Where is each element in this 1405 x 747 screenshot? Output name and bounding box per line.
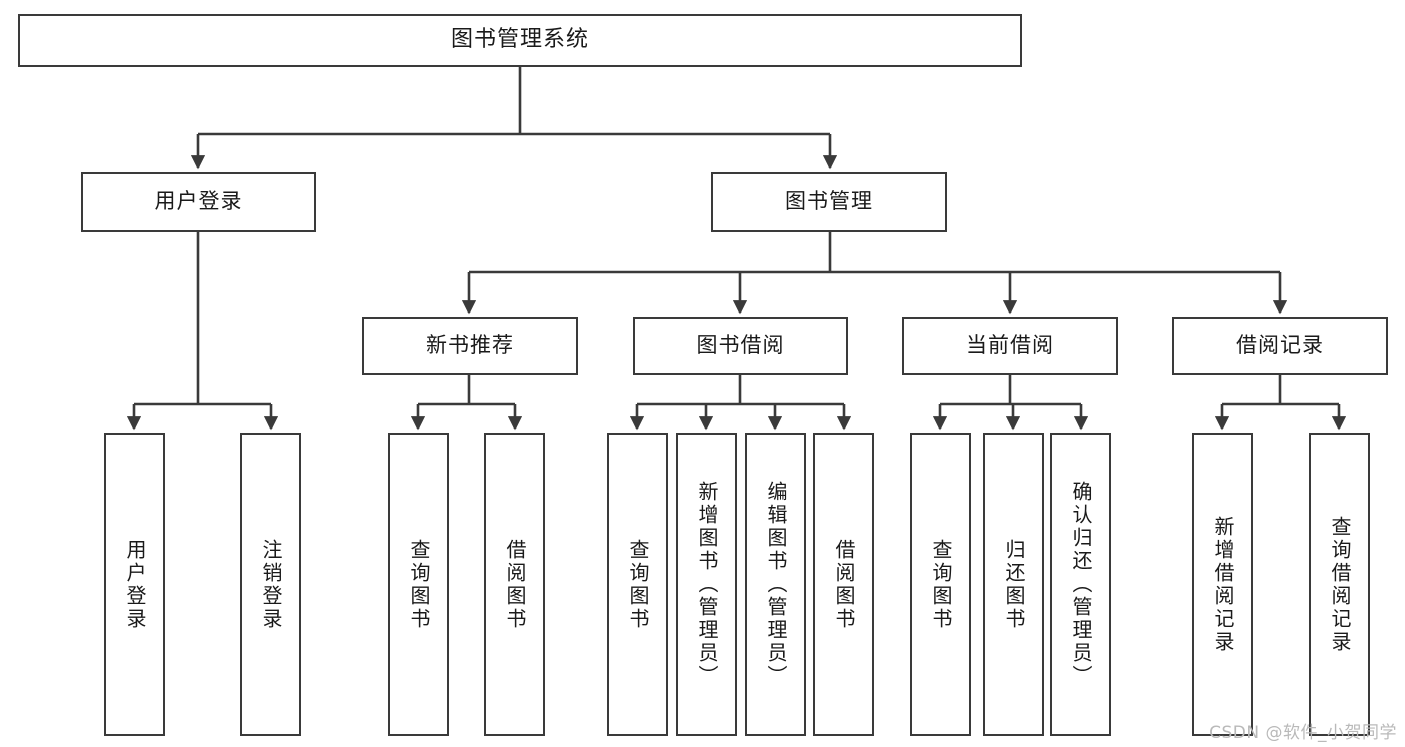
- node-label: 编辑图书（管理员）: [764, 481, 788, 688]
- node-label: 查询图书: [929, 538, 953, 631]
- node-label: 借阅记录: [1236, 333, 1324, 358]
- node-leaf-edit-book[interactable]: 编辑图书（管理员）: [745, 433, 806, 736]
- node-leaf-query-book-2[interactable]: 查询图书: [607, 433, 668, 736]
- node-label: 查询图书: [407, 538, 431, 631]
- node-label: 新书推荐: [426, 333, 514, 358]
- node-label: 查询借阅记录: [1328, 515, 1352, 654]
- node-label: 用户登录: [123, 538, 147, 631]
- node-label: 图书管理: [785, 189, 873, 214]
- node-leaf-add-book[interactable]: 新增图书（管理员）: [676, 433, 737, 736]
- node-user-login[interactable]: 用户登录: [81, 172, 316, 232]
- node-leaf-borrow-book-2[interactable]: 借阅图书: [813, 433, 874, 736]
- node-label: 查询图书: [626, 538, 650, 631]
- node-label: 用户登录: [154, 189, 243, 214]
- node-book-manage[interactable]: 图书管理: [711, 172, 947, 232]
- node-leaf-return-book[interactable]: 归还图书: [983, 433, 1044, 736]
- node-leaf-query-book-3[interactable]: 查询图书: [910, 433, 971, 736]
- node-current-borrow[interactable]: 当前借阅: [902, 317, 1118, 375]
- node-leaf-borrow-book-1[interactable]: 借阅图书: [484, 433, 545, 736]
- node-label: 确认归还（管理员）: [1069, 481, 1093, 688]
- node-leaf-user-login[interactable]: 用户登录: [104, 433, 165, 736]
- node-leaf-confirm-return[interactable]: 确认归还（管理员）: [1050, 433, 1111, 736]
- node-borrow-record[interactable]: 借阅记录: [1172, 317, 1388, 375]
- node-label: 新增借阅记录: [1211, 515, 1235, 654]
- node-label: 借阅图书: [832, 538, 856, 631]
- node-label: 图书借阅: [696, 333, 785, 358]
- node-root-system[interactable]: 图书管理系统: [18, 14, 1022, 67]
- node-leaf-query-book-1[interactable]: 查询图书: [388, 433, 449, 736]
- csdn-watermark: CSDN @软件_小贺同学: [1209, 723, 1397, 743]
- node-label: 当前借阅: [966, 333, 1054, 358]
- node-book-borrow[interactable]: 图书借阅: [633, 317, 848, 375]
- node-leaf-logout[interactable]: 注销登录: [240, 433, 301, 736]
- node-leaf-add-record[interactable]: 新增借阅记录: [1192, 433, 1253, 736]
- node-label: 图书管理系统: [450, 27, 589, 53]
- node-label: 归还图书: [1002, 538, 1026, 631]
- node-label: 借阅图书: [503, 538, 527, 631]
- node-leaf-query-record[interactable]: 查询借阅记录: [1309, 433, 1370, 736]
- node-label: 注销登录: [259, 538, 283, 631]
- node-label: 新增图书（管理员）: [695, 481, 719, 688]
- node-new-book-rec[interactable]: 新书推荐: [362, 317, 578, 375]
